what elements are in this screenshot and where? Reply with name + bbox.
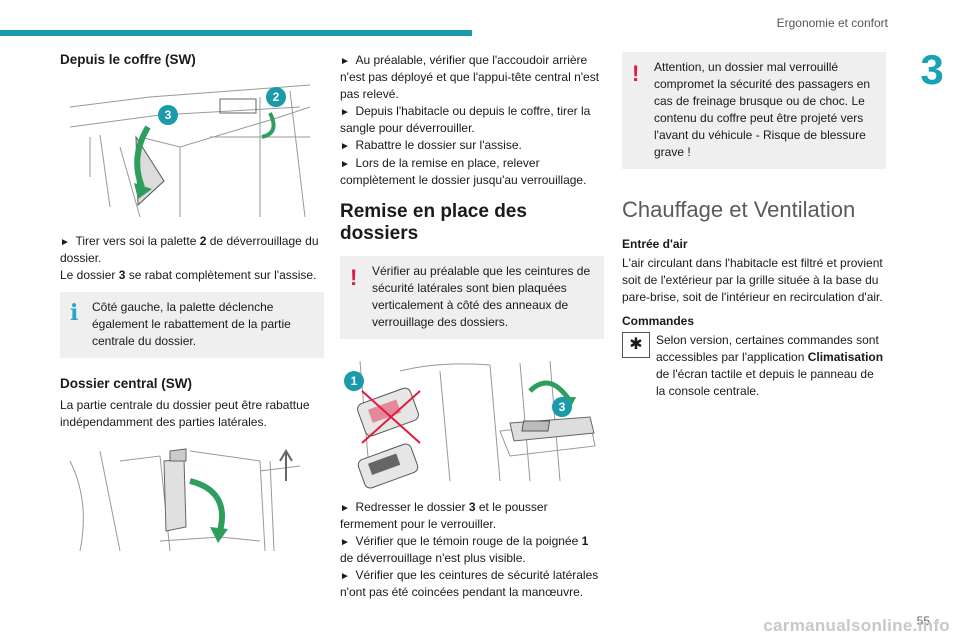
fan-icon: ✱	[622, 332, 650, 359]
text: de l'écran tactile et depuis le panneau …	[656, 367, 874, 399]
central-text: La partie centrale du dossier peut être …	[60, 398, 310, 430]
header-accent-bar	[0, 30, 472, 36]
step-check-belts: Vérifier que les ceintures de sécurité l…	[340, 567, 604, 601]
text: de déverrouillage n'est plus visible.	[340, 551, 526, 566]
text: et le pousser fermement pour le verrouil…	[340, 499, 548, 531]
warning-icon: !	[632, 61, 640, 86]
step-check-armrest: Au préalable, vérifier que l'accoudoir a…	[340, 52, 604, 103]
backrest-folds-text: Le dossier 3 se rabat complètement sur l…	[60, 267, 324, 284]
ref: 1	[581, 534, 589, 549]
callout-3: 3	[165, 108, 172, 122]
page-number: 55	[916, 614, 930, 628]
heading-repositioning: Remise en place des dossiers	[340, 200, 527, 245]
rear-seat-illustration	[60, 441, 324, 561]
text: Le dossier	[60, 268, 119, 283]
step-ref: 2	[199, 234, 207, 248]
section-title: Ergonomie et confort	[776, 16, 888, 30]
step-fold-backrest: Rabattre le dossier sur l'assise.	[340, 137, 604, 154]
note-text: Côté gauche, la palette déclenche égalem…	[92, 300, 291, 349]
lock-handle-illustration: 1 3	[340, 351, 604, 491]
info-note: i Côté gauche, la palette déclenche égal…	[60, 292, 324, 359]
text: se rabat complètement sur l'assise.	[125, 268, 317, 283]
ref: Climatisation	[807, 350, 884, 365]
warning-text: Vérifier au préalable que les ceintures …	[372, 263, 591, 329]
text: Redresser le dossier	[355, 499, 469, 514]
heading-commands: Commandes	[622, 314, 695, 329]
commands-text: ✱ Selon version, certaines commandes son…	[622, 332, 886, 400]
column-1: Depuis le coffre (SW) 3 2 Tirer vers soi…	[60, 52, 324, 569]
step-pull-strap: Depuis l'habitacle ou depuis le coffre, …	[340, 103, 604, 137]
info-icon: i	[70, 300, 79, 327]
callout-2: 2	[273, 90, 280, 104]
warning-note: ! Attention, un dossier mal verrouillé c…	[622, 52, 886, 170]
warning-note: ! Vérifier au préalable que les ceinture…	[340, 255, 604, 339]
text: Selon version, certaines commandes sont …	[656, 333, 879, 365]
air-intake-text: L'air circulant dans l'habitacle est fil…	[622, 256, 883, 305]
heading-air-intake: Entrée d'air	[622, 237, 688, 252]
text: Vérifier que le témoin rouge de la poign…	[355, 534, 582, 549]
column-2: Au préalable, vérifier que l'accoudoir a…	[340, 52, 604, 601]
step-text: Tirer vers soi la palette	[75, 234, 200, 248]
ref: 3	[468, 499, 476, 514]
step-push-backrest: Redresser le dossier 3 et le pousser fer…	[340, 499, 604, 533]
step-check-indicator: Vérifier que le témoin rouge de la poign…	[340, 533, 604, 567]
trunk-illustration: 3 2	[60, 77, 324, 225]
heading-trunk: Depuis le coffre (SW)	[60, 52, 196, 67]
watermark: carmanualsonline.info	[763, 616, 950, 635]
callout-1: 1	[351, 374, 358, 388]
heading-central: Dossier central (SW)	[60, 376, 193, 392]
chapter-number: 3	[920, 46, 944, 93]
warning-text: Attention, un dossier mal verrouillé com…	[654, 60, 871, 160]
step-text: de déverrouillage du dossier.	[60, 234, 319, 266]
step-raise-backrest: Lors de la remise en place, relever comp…	[340, 155, 604, 189]
column-3: ! Attention, un dossier mal verrouillé c…	[622, 52, 886, 400]
step-pull-lever: Tirer vers soi la palette 2 de déverroui…	[60, 233, 324, 267]
callout-3: 3	[559, 400, 566, 414]
ref: 3	[118, 268, 126, 283]
heading-heating-ventilation: Chauffage et Ventilation	[622, 197, 856, 223]
warning-icon: !	[350, 264, 358, 290]
